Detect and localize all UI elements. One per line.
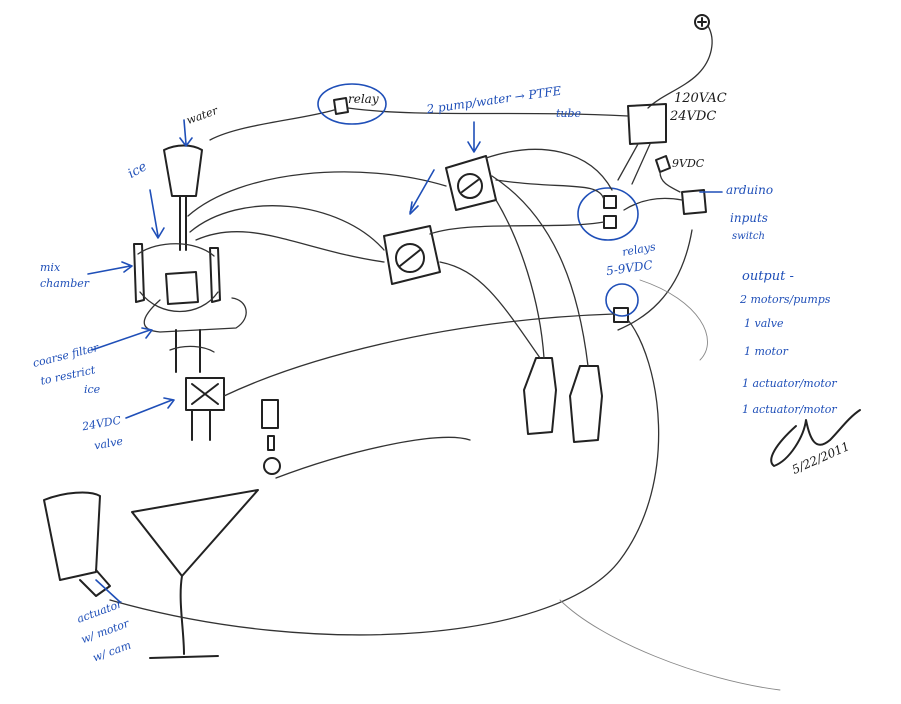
label-supply-dc: 24VDC [670,109,717,124]
outputs-heading: output - [742,269,794,284]
outputs-item-4: 1 actuator/motor [742,377,837,390]
power-supply-box [627,103,667,145]
annotation-arrows [87,119,723,603]
label-filter-3: ice [84,383,101,396]
label-tube: tube [556,107,582,120]
outputs-item-5: 1 actuator/motor [742,403,837,416]
martini-glass [131,489,259,659]
pump-1 [445,155,497,211]
battery-9v [655,155,671,173]
mix-chamber [133,243,221,303]
label-supply-ac: 120VAC [674,91,727,106]
top-relay-box [333,97,349,115]
bottle-2 [569,365,603,443]
signature [770,409,861,467]
relay-block-3 [613,307,629,323]
label-relay: relay [348,92,379,106]
dispenser-piston [261,399,279,451]
label-mix: mix [40,261,61,274]
pump-2 [383,225,441,285]
label-inputs: inputs [730,211,768,225]
power-cord [647,25,713,109]
relay-block-1 [603,195,617,209]
actuator-cup [43,491,101,581]
outputs-item-3: 1 motor [744,345,788,358]
bottle-1 [523,357,557,435]
outputs-item-1: 2 motors/pumps [740,293,831,306]
label-switch: switch [732,231,765,242]
outputs-item-2: 1 valve [744,317,784,330]
power-plug-icon [694,14,710,30]
relay-block-2 [603,215,617,229]
label-chamber: chamber [40,277,90,290]
water-cup [163,144,203,197]
arduino-box [681,189,707,215]
valve-box [185,377,225,411]
label-9vdc: 9VDC [672,157,705,170]
label-arduino: arduino [726,183,774,197]
